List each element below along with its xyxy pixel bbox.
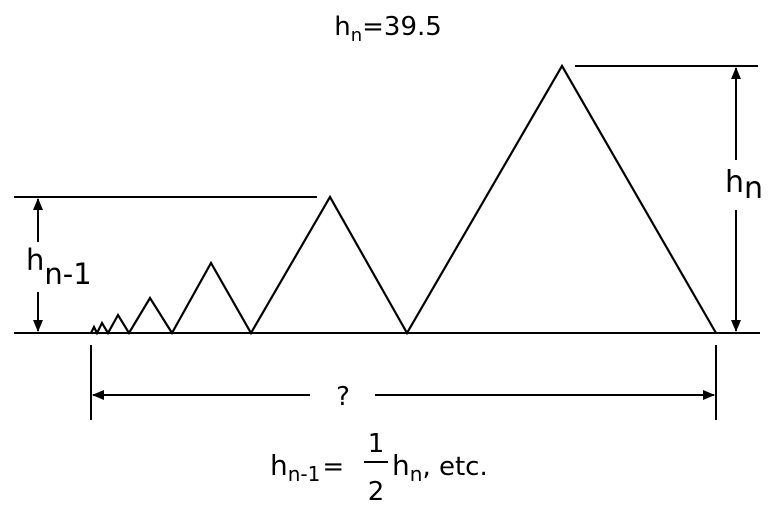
h-n-label: hn <box>725 165 763 206</box>
formula-numerator: 1 <box>368 429 385 459</box>
formula-lhs-symbol: h <box>270 449 288 482</box>
formula-rhs-symbol: h <box>392 449 410 482</box>
title-value: 39.5 <box>384 12 442 42</box>
h-n-minus-1-subscript: n-1 <box>44 257 91 291</box>
h-n-minus-1-symbol: h <box>26 243 44 277</box>
formula-rhs: hn, etc. <box>392 449 488 486</box>
title-symbol: h <box>334 12 350 42</box>
formula-equals: = <box>322 452 344 482</box>
formula-lhs-subscript: n-1 <box>288 462 321 486</box>
title-equation: hn=39.5 <box>334 12 442 46</box>
h-n-subscript: n <box>744 171 763 206</box>
unknown-length-label: ? <box>336 382 350 412</box>
triangle-series <box>90 63 717 336</box>
title-subscript: n <box>351 25 362 46</box>
h-n-symbol: h <box>725 165 744 200</box>
title-equals: = <box>362 12 384 42</box>
formula-denominator: 2 <box>368 477 385 507</box>
formula-suffix: , etc. <box>422 452 487 482</box>
h-n-minus-1-label: hn-1 <box>26 243 92 291</box>
formula-lhs: hn-1= <box>270 449 344 486</box>
formula-rhs-subscript: n <box>410 462 423 486</box>
